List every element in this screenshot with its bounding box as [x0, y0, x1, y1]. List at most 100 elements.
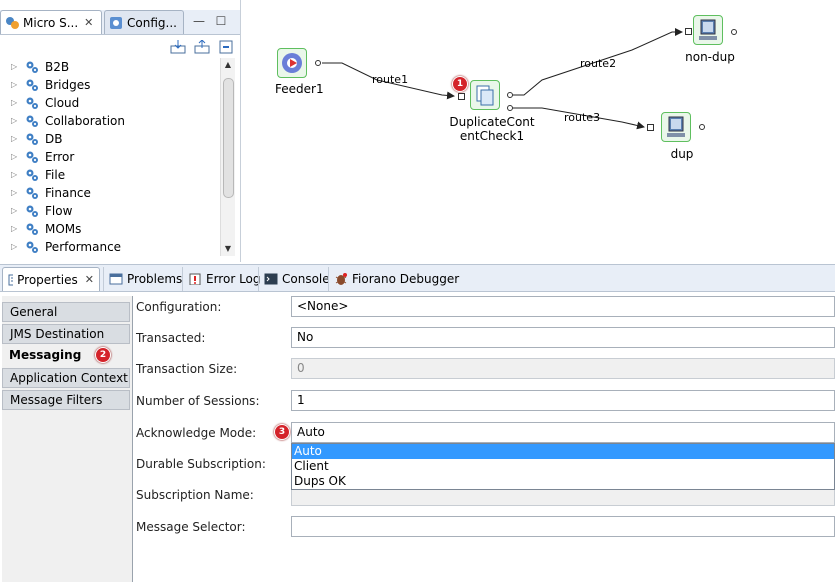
output-port[interactable]: [315, 60, 321, 66]
route1-label[interactable]: route1: [372, 73, 409, 86]
microservice-category-tree: ▷B2B▷Bridges▷Cloud▷Collaboration▷DB▷Erro…: [0, 58, 220, 258]
tree-item-moms[interactable]: ▷ MOMs: [0, 220, 220, 238]
tree-item-bridges[interactable]: ▷ Bridges: [0, 76, 220, 94]
microservices-icon: [6, 16, 19, 29]
input-port[interactable]: [685, 28, 692, 35]
expand-icon[interactable]: ▷: [11, 224, 18, 233]
tree-item-flow[interactable]: ▷ Flow: [0, 202, 220, 220]
callout-badge-1: 1: [452, 76, 468, 92]
node-label-feeder: Feeder1: [275, 82, 324, 96]
tree-item-db[interactable]: ▷DB: [0, 130, 220, 148]
input-port[interactable]: [458, 93, 465, 100]
duplicate-content-check-node[interactable]: [470, 80, 500, 110]
maximize-icon[interactable]: ☐: [215, 14, 227, 28]
category-application-context[interactable]: Application Context: [2, 368, 130, 388]
expand-icon[interactable]: ▷: [11, 242, 18, 251]
tree-item-collaboration[interactable]: ▷ Collaboration: [0, 112, 220, 130]
tab-label: Console: [282, 272, 330, 286]
orchestration-canvas[interactable]: Feeder1 route1 1 DuplicateCont entCheck1…: [242, 0, 835, 262]
tree-item-label: Performance: [45, 240, 122, 254]
number-of-sessions-field[interactable]: 1: [291, 390, 835, 411]
route-lines: [322, 28, 683, 130]
node-label-non-dup: non-dup: [685, 50, 735, 64]
expand-icon[interactable]: ▷: [11, 206, 18, 215]
dropdown-option-dups-ok[interactable]: Dups OK: [294, 474, 346, 488]
dup-node[interactable]: [661, 112, 691, 142]
tab-error-log[interactable]: Error Log: [182, 267, 266, 291]
display-icon: [667, 116, 685, 137]
collapse-all-icon[interactable]: [218, 40, 234, 54]
tree-item-finance[interactable]: ▷Finance: [0, 184, 220, 202]
route3-label[interactable]: route3: [564, 111, 601, 124]
tree-item-error[interactable]: ▷Error: [0, 148, 220, 166]
tree-item-label: File: [45, 168, 66, 182]
export-icon[interactable]: [194, 40, 210, 54]
tab-configurations[interactable]: Config...: [104, 10, 184, 34]
tab-properties[interactable]: Properties ✕: [2, 267, 100, 291]
message-selector-label: Message Selector:: [136, 520, 246, 534]
expand-icon[interactable]: ▷: [11, 98, 18, 107]
expand-icon[interactable]: ▷: [11, 170, 18, 179]
dropdown-option-client[interactable]: Client: [294, 459, 329, 473]
tree-item-label: MOMs: [45, 222, 82, 236]
expand-icon[interactable]: ▷: [11, 116, 18, 125]
acknowledge-mode-label: Acknowledge Mode:: [136, 426, 257, 440]
tab-micro-services[interactable]: Micro S... ✕: [0, 10, 102, 34]
transacted-field[interactable]: No: [291, 327, 835, 348]
scroll-up-icon[interactable]: ▲: [224, 60, 232, 69]
category-message-filters[interactable]: Message Filters: [2, 390, 130, 410]
tree-item-b2b[interactable]: ▷B2B: [0, 58, 220, 76]
category-gear-icon: [26, 97, 38, 109]
non-dup-node[interactable]: [693, 15, 723, 45]
category-general[interactable]: General: [2, 302, 130, 322]
acknowledge-mode-select[interactable]: Auto: [291, 422, 835, 443]
import-icon[interactable]: [170, 40, 186, 54]
tree-item-label: Cloud: [45, 96, 80, 110]
tree-item-label: Collaboration: [45, 114, 125, 128]
bottom-tab-strip: Properties ✕ Problems Error Log Console …: [0, 265, 835, 292]
close-icon[interactable]: ✕: [84, 273, 94, 286]
route2-label[interactable]: route2: [580, 57, 617, 70]
scrollbar-thumb[interactable]: [223, 78, 234, 198]
dropdown-option-auto[interactable]: Auto: [292, 444, 834, 459]
configuration-field[interactable]: <None>: [291, 296, 835, 317]
duplicate-icon: [476, 85, 494, 106]
tree-item-file[interactable]: ▷ File: [0, 166, 220, 184]
acknowledge-mode-dropdown-list[interactable]: Auto Client Dups OK: [291, 443, 835, 490]
expand-icon[interactable]: ▷: [11, 80, 18, 89]
tree-item-label: Bridges: [45, 78, 91, 92]
expand-icon[interactable]: ▷: [11, 152, 18, 161]
output-port[interactable]: [731, 29, 737, 35]
tab-fiorano-debugger[interactable]: Fiorano Debugger: [328, 267, 464, 291]
message-selector-field[interactable]: [291, 516, 835, 537]
output-port[interactable]: [507, 105, 513, 111]
palette-scrollbar[interactable]: ▲ ▼: [220, 58, 235, 256]
expand-icon[interactable]: ▷: [11, 188, 18, 197]
tree-item-cloud[interactable]: ▷ Cloud: [0, 94, 220, 112]
category-gear-icon: [26, 205, 38, 217]
input-port[interactable]: [647, 124, 654, 131]
expand-icon[interactable]: ▷: [11, 62, 18, 71]
category-gear-icon: [26, 115, 38, 127]
properties-category-sidebar: General JMS Destination Messaging Applic…: [2, 296, 133, 582]
category-gear-icon: [26, 187, 38, 199]
scroll-down-icon[interactable]: ▼: [224, 244, 232, 253]
expand-icon[interactable]: ▷: [11, 134, 18, 143]
tab-label: Config...: [127, 15, 177, 30]
problems-icon: [109, 273, 123, 285]
output-port[interactable]: [507, 92, 513, 98]
configuration-label: Configuration:: [136, 300, 222, 314]
output-port[interactable]: [699, 124, 705, 130]
tab-console[interactable]: Console: [258, 267, 335, 291]
close-icon[interactable]: ✕: [84, 16, 94, 29]
category-jms-destination[interactable]: JMS Destination: [2, 324, 130, 344]
tab-label: Micro S...: [23, 15, 79, 30]
tree-item-performance[interactable]: ▷ Performance: [0, 238, 220, 256]
category-gear-icon: [26, 223, 38, 235]
tab-problems[interactable]: Problems: [103, 267, 187, 291]
transaction-size-label: Transaction Size:: [136, 362, 238, 376]
minimize-icon[interactable]: —: [193, 14, 205, 28]
feeder-node[interactable]: [277, 48, 307, 78]
tree-item-label: Flow: [45, 204, 73, 218]
tab-label: Properties: [17, 272, 78, 287]
